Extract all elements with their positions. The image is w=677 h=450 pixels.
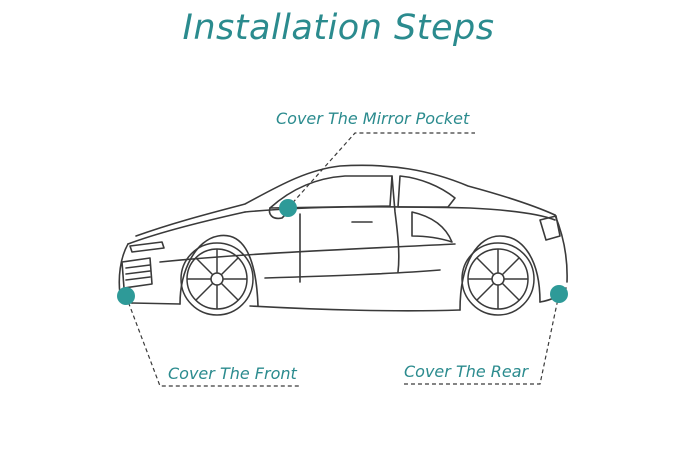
mirror-leader-line (287, 132, 475, 209)
rear-marker (550, 285, 568, 303)
car-body (118, 164, 568, 312)
mirror-label: Cover The Mirror Pocket (276, 109, 470, 128)
page-title: Installation Steps (182, 8, 495, 48)
front-label: Cover The Front (168, 364, 297, 383)
front-marker (117, 287, 135, 305)
front-wheel (180, 242, 254, 316)
rear-wheel (461, 242, 535, 316)
rear-label: Cover The Rear (404, 362, 529, 381)
mirror-marker (279, 199, 297, 217)
leader-lines (125, 132, 560, 387)
front-leader-line (125, 295, 300, 387)
rear-leader-line (404, 293, 560, 385)
